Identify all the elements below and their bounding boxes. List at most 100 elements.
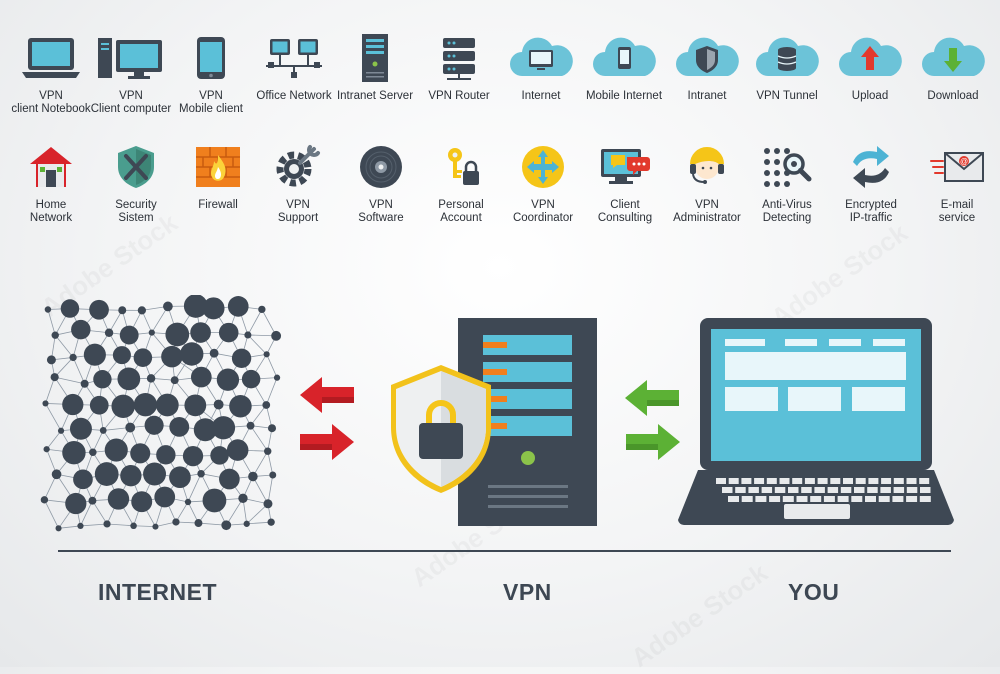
network-node xyxy=(113,346,131,364)
network-node xyxy=(214,400,224,410)
network-node xyxy=(81,380,89,388)
icon-anti-virus-detecting: Anti-Virus Detecting xyxy=(746,137,828,225)
network-node xyxy=(52,331,59,338)
network-node xyxy=(118,306,126,314)
network-node xyxy=(180,342,203,365)
vpn-server-graphic xyxy=(385,315,600,530)
compass-arrows-icon xyxy=(520,144,566,190)
network-node xyxy=(56,525,62,531)
network-node xyxy=(191,367,212,388)
network-node xyxy=(221,520,231,530)
keyboard-key xyxy=(818,478,828,484)
network-node xyxy=(103,520,110,527)
icon-vpn-router: VPN Router xyxy=(418,28,500,103)
network-node xyxy=(134,348,153,367)
network-node xyxy=(267,519,274,526)
keyboard-key xyxy=(892,496,903,502)
network-node xyxy=(247,422,255,430)
icon-label: Personal Account xyxy=(420,199,502,225)
network-node xyxy=(71,320,90,339)
network-node xyxy=(165,323,189,347)
keyboard-key xyxy=(906,496,917,502)
network-node xyxy=(125,423,135,433)
network-node xyxy=(264,351,270,357)
network-node xyxy=(61,299,79,317)
keyboard-key xyxy=(881,478,891,484)
gear-wrench-icon xyxy=(274,143,322,191)
keyboard-key xyxy=(754,478,764,484)
icon-label: Intranet Server xyxy=(334,90,416,103)
keyboard-key xyxy=(775,487,786,493)
icon-label: Encrypted IP-traffic xyxy=(830,199,912,225)
keyboard-key xyxy=(907,478,917,484)
keyboard-key xyxy=(830,478,840,484)
keyboard-key xyxy=(843,478,853,484)
icon-label: VPN client Notebook xyxy=(10,90,92,116)
network-node xyxy=(274,375,280,381)
icon-label: Mobile Internet xyxy=(583,90,665,103)
you-label: YOU xyxy=(788,579,839,606)
keyboard-key xyxy=(867,487,878,493)
keyboard-key xyxy=(920,487,931,493)
envelope-icon: @ xyxy=(929,147,985,187)
icon-intranet: Intranet xyxy=(666,28,748,103)
icon-label: E-mail service xyxy=(916,199,998,225)
network-node xyxy=(95,462,119,486)
network-node xyxy=(154,487,175,508)
house-icon xyxy=(28,144,74,190)
keyboard-key xyxy=(920,496,931,502)
icon-upload: Upload xyxy=(829,28,911,103)
network-node xyxy=(156,445,175,464)
network-node xyxy=(120,326,139,345)
keyboard-key xyxy=(841,487,852,493)
icon-vpn-coordinator: VPN Coordinator xyxy=(502,137,584,225)
green-arrow-right-icon xyxy=(624,422,680,462)
network-node xyxy=(131,491,152,512)
icon-vpn-mobile-client: VPN Mobile client xyxy=(170,28,252,116)
icon-label: VPN Coordinator xyxy=(502,199,584,225)
icon-home-network: Home Network xyxy=(10,137,92,225)
network-node xyxy=(62,441,85,464)
network-node xyxy=(52,469,62,479)
router-icon xyxy=(439,34,479,82)
network-node xyxy=(77,523,83,529)
keyboard-key xyxy=(716,478,726,484)
network-node xyxy=(262,401,270,409)
network-node xyxy=(73,469,93,489)
network-node xyxy=(217,369,239,391)
icon-label: Download xyxy=(912,90,994,103)
laptop-graphic xyxy=(676,315,956,530)
keyboard-key xyxy=(797,496,808,502)
network-node xyxy=(169,417,189,437)
headset-person-icon xyxy=(684,144,730,190)
key-lock-icon xyxy=(441,145,481,189)
server-icon xyxy=(360,32,390,84)
network-node xyxy=(269,471,276,478)
network-node xyxy=(152,524,158,530)
network-node xyxy=(171,376,179,384)
cloud-phone-icon xyxy=(591,34,657,82)
keyboard-key xyxy=(838,496,849,502)
icon-label: Home Network xyxy=(10,199,92,225)
keyboard-key xyxy=(880,487,891,493)
keyboard-key xyxy=(810,496,821,502)
keyboard-key xyxy=(879,496,890,502)
network-node xyxy=(84,344,106,366)
icon-label: VPN Client computer xyxy=(90,90,172,116)
network-icon xyxy=(264,35,324,81)
cloud-download-icon xyxy=(920,34,986,82)
red-arrow-right-icon xyxy=(298,422,354,462)
icon-label: VPN Support xyxy=(257,199,339,225)
icon-vpn-tunnel: VPN Tunnel xyxy=(746,28,828,103)
network-node xyxy=(145,416,164,435)
icon-internet: Internet xyxy=(500,28,582,103)
keyboard-key xyxy=(729,478,739,484)
network-node xyxy=(147,374,155,382)
red-arrow-left-icon xyxy=(300,375,356,415)
network-node xyxy=(89,300,109,320)
network-node xyxy=(268,424,276,432)
keyboard-key xyxy=(728,496,739,502)
icon-intranet-server: Intranet Server xyxy=(334,28,416,103)
network-node xyxy=(70,418,92,440)
icon-label: Firewall xyxy=(177,199,259,212)
